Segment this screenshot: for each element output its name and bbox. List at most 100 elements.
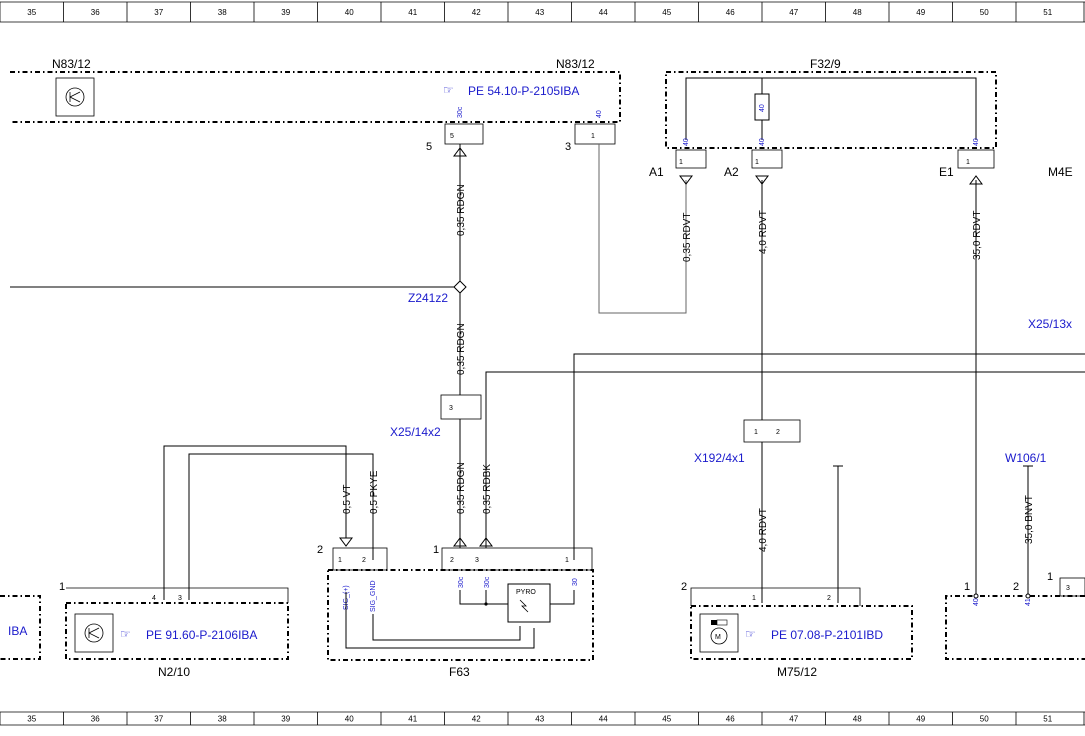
m75-pin-2: 2: [827, 595, 831, 602]
n2-label: N2/10: [158, 665, 190, 679]
f63-pyro-label: PYRO: [516, 589, 536, 596]
f32-a1-terminal: 40: [683, 138, 690, 146]
top-ruler-column-37: 37: [154, 8, 163, 17]
connector-x25-14x2: [440, 394, 482, 420]
right-module-terminal-40: 40: [973, 598, 980, 606]
bottom-ruler-column-35: 35: [27, 715, 36, 724]
n83-hand-icon: ☞: [443, 83, 454, 97]
connector-a2: A2: [724, 165, 739, 179]
f32-e1-terminal: 40: [973, 138, 980, 146]
connector-x192-4x1: [743, 419, 801, 443]
bottom-ruler-column-50: 50: [980, 715, 989, 724]
bottom-ruler-column-36: 36: [91, 715, 100, 724]
bottom-ruler-column-41: 41: [408, 715, 417, 724]
top-ruler-column-48: 48: [853, 8, 862, 17]
top-ruler-column-50: 50: [980, 8, 989, 17]
m75-reference-link[interactable]: PE 07.08-P-2101IBD: [771, 628, 883, 642]
top-ruler-column-43: 43: [535, 8, 544, 17]
f63-pin-1-outer: 1: [433, 544, 439, 556]
bottom-ruler-column-40: 40: [345, 715, 354, 724]
f63-terminal-30c-b: 30c: [484, 576, 491, 588]
right-partial-module: 1 2 1 3 40 41: [945, 571, 1085, 660]
bottom-ruler-column-47: 47: [789, 715, 798, 724]
top-ruler-column-41: 41: [408, 8, 417, 17]
top-ruler-column-39: 39: [281, 8, 290, 17]
arrow-up-n83-pin5: [453, 147, 467, 157]
n2-transistor-icon: [74, 613, 114, 653]
left-edge-reference[interactable]: IBA: [8, 624, 27, 638]
n83-transistor-icon: [55, 77, 95, 117]
n83-module: N83/12 N83/12 ☞ PE 54.10-P-2105IBA 30c 5…: [10, 57, 621, 153]
wire-label-rdgn-low: 0,35 RDGN: [456, 462, 467, 514]
m75-pin-2-outer: 2: [681, 581, 687, 593]
top-ruler-column-47: 47: [789, 8, 798, 17]
connector-x25-13-label: X25/13x: [1028, 317, 1072, 331]
right-module-pin-3: 3: [1066, 585, 1070, 592]
n83-reference-link[interactable]: PE 54.10-P-2105IBA: [468, 84, 579, 98]
f63-pin-2b: 2: [450, 557, 454, 564]
top-ruler-column-40: 40: [345, 8, 354, 17]
bottom-ruler-column-46: 46: [726, 715, 735, 724]
right-module-pin-1b: 1: [1047, 571, 1053, 583]
bottom-ruler-column-43: 43: [535, 715, 544, 724]
f32-label: F32/9: [810, 57, 841, 71]
n83-pin-1-inner: 1: [591, 133, 595, 140]
left-partial-module: IBA: [0, 595, 41, 660]
right-module-pin-2: 2: [1013, 581, 1019, 593]
splice-z241z2-label: Z241z2: [408, 291, 448, 305]
f63-terminal-30: 30: [572, 578, 579, 586]
connector-x192-label: X192/4x1: [694, 451, 745, 465]
f32-fuse-rating: 40: [759, 104, 766, 112]
n2-pin-3: 3: [178, 595, 182, 602]
bottom-ruler-column-51: 51: [1043, 715, 1052, 724]
x192-pin-1: 1: [754, 429, 758, 436]
f63-pyro-icon: [507, 583, 551, 623]
m75-module: 2 1 2 M ☞ PE 07.08-P-2101IBD M75/12: [681, 581, 913, 679]
n83-pin-5: 5: [426, 141, 432, 153]
top-ruler-column-46: 46: [726, 8, 735, 17]
n2-pin-1: 1: [59, 581, 65, 593]
wire-label-rdvt-m75: 4,0 RDVT: [758, 508, 769, 552]
top-ruler-column-51: 51: [1043, 8, 1052, 17]
m75-label: M75/12: [777, 665, 817, 679]
n2-reference-link[interactable]: PE 91.60-P-2106IBA: [146, 628, 257, 642]
m4e-label: M4E: [1048, 165, 1073, 179]
top-ruler-column-36: 36: [91, 8, 100, 17]
bottom-ruler-column-42: 42: [472, 715, 481, 724]
m75-motor-glyph: M: [715, 634, 721, 641]
n83-pin-30c: 30c: [457, 106, 464, 118]
wire-label-rdvt-a2: 4,0 RDVT: [758, 210, 769, 254]
top-ruler-column-44: 44: [599, 8, 608, 17]
wire-label-rdgn-top: 0,35 RDGN: [456, 184, 467, 236]
top-ruler-column-38: 38: [218, 8, 227, 17]
n2-module: 1 4 3 ☞ PE 91.60-P-2106IBA N2/10: [59, 581, 289, 679]
bottom-ruler-column-45: 45: [662, 715, 671, 724]
f32-a2-terminal: 40: [759, 138, 766, 146]
top-ruler-column-42: 42: [472, 8, 481, 17]
f63-sig-gnd: SIG_GND: [370, 580, 377, 612]
wire-label-rdgn-mid: 0,35 RDGN: [456, 323, 467, 375]
n83-label-right: N83/12: [556, 57, 595, 71]
f63-label: F63: [449, 665, 470, 679]
wire-label-rdvt-e1: 35,0 RDVT: [972, 211, 983, 260]
wire-label-rdvt-a1: 0,35 RDVT: [682, 213, 693, 262]
connector-w106-label: W106/1: [1005, 451, 1047, 465]
wires: 0,35 RDGN Z241z2 0,35 RDGN 3 X25/14x2 0,…: [10, 144, 1085, 603]
f32-a2-pin: 1: [755, 159, 759, 166]
f32-fuse-box: F32/9 40 40 40 40 1 1 1 A1 A2 E1 M4E: [649, 57, 1073, 179]
connector-a1: A1: [649, 165, 664, 179]
right-module-pin-1: 1: [964, 581, 970, 593]
wire-label-bnvt: 35,0 BNVT: [1024, 495, 1035, 544]
f63-terminal-30c-a: 30c: [458, 576, 465, 588]
connector-x25-14x2-label: X25/14x2: [390, 425, 441, 439]
f63-pin-2-outer: 2: [317, 544, 323, 556]
n83-pin-40: 40: [596, 110, 603, 118]
m75-hand-icon: ☞: [745, 627, 756, 641]
wire-label-pkye: 0,5 PKYE: [369, 470, 380, 514]
f63-pin-2: 2: [362, 557, 366, 564]
f63-module: 2 1 2 1 2 3 1 SIG_(+) SIG_GND 30c 30c 30…: [317, 544, 594, 679]
top-ruler-column-45: 45: [662, 8, 671, 17]
x25-14x2-pin: 3: [449, 405, 453, 412]
f32-a1-pin: 1: [679, 159, 683, 166]
bottom-ruler-column-49: 49: [916, 715, 925, 724]
